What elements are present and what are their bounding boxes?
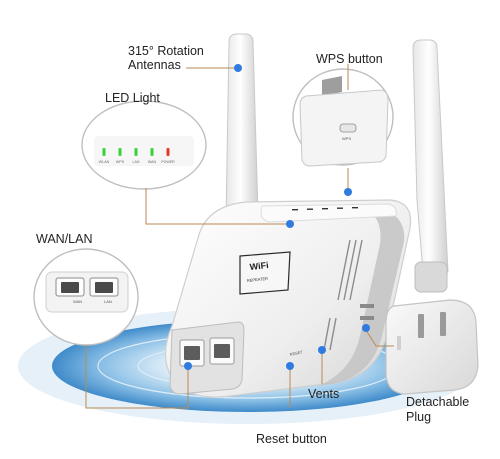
port-label-wan: WAN: [73, 299, 82, 304]
port-label-lan: LAN: [104, 299, 112, 304]
led-wan: [150, 148, 154, 156]
antennas-label-line1: 315° Rotation: [128, 44, 204, 58]
brand-wifi-text: WiFi: [249, 260, 269, 272]
vents-label: Vents: [308, 387, 340, 401]
led-wps: [118, 148, 122, 156]
marker-dot-wps: [344, 188, 352, 196]
marker-dot-reset: [286, 362, 294, 370]
detachable-plug-illustration: [385, 299, 479, 395]
wan-lan-label: WAN/LAN: [36, 232, 93, 246]
callout-lines: [85, 64, 394, 409]
marker-dot-wan-lan: [184, 362, 192, 370]
led-label-wps: WPS: [116, 160, 125, 164]
wps-button-callout-label: WPS button: [316, 52, 383, 66]
antennas-label-line2: Antennas: [128, 58, 181, 72]
wps-inset: [292, 68, 394, 167]
reset-button-label: Reset button: [256, 432, 327, 446]
marker-dot-vents: [318, 346, 326, 354]
wan-lan-inset: [33, 248, 139, 346]
marker-dot-led: [286, 220, 294, 228]
led-label-power: POWER: [161, 160, 175, 164]
marker-dot-plug: [362, 324, 370, 332]
detachable-plug-label-line2: Plug: [406, 410, 432, 424]
marker-dots: [184, 64, 370, 370]
led-label-lan: LAN: [133, 160, 140, 164]
led-indicator-group: WLAN WPS LAN WAN POWER: [99, 148, 175, 164]
led-light-label: LED Light: [105, 91, 160, 105]
led-label-wan: WAN: [148, 160, 157, 164]
led-inset: [81, 100, 207, 190]
top-led-marks: [292, 207, 358, 211]
side-vents: [323, 239, 363, 351]
led-wlan: [102, 148, 106, 156]
detachable-plug-label-line1: Detachable: [406, 395, 470, 409]
led-lan: [134, 148, 138, 156]
led-label-wlan: WLAN: [99, 160, 110, 164]
marker-dot-antennas: [234, 64, 242, 72]
wps-button-label: WPS: [342, 136, 351, 141]
right-antenna: [412, 39, 449, 293]
led-power: [166, 148, 170, 156]
reset-print-text: RESET: [289, 349, 304, 357]
brand-repeater-text: REPEATER: [247, 276, 269, 283]
